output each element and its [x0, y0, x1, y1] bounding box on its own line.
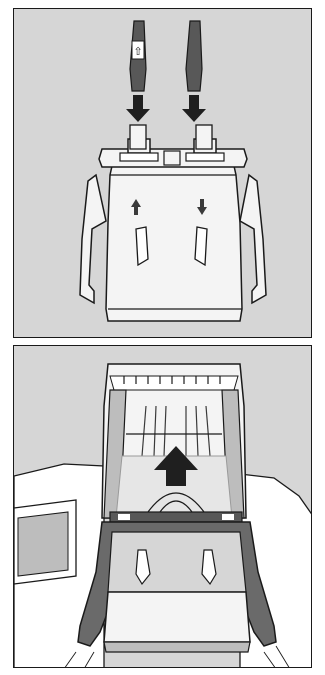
- down-arrow-icon: [182, 95, 206, 122]
- tray-right-flap: [240, 175, 266, 303]
- tray-left-flap: [80, 175, 106, 303]
- tray-base: [104, 592, 250, 642]
- right-latch: [195, 227, 207, 265]
- bottom-panel: [13, 345, 312, 668]
- left-cable: ⇧: [130, 21, 146, 91]
- tray-insertion-diagram: [14, 346, 312, 668]
- up-arrow-icon: ⇧: [133, 45, 142, 58]
- top-panel: ⇧: [13, 8, 312, 338]
- down-arrow-icon: [126, 95, 150, 122]
- cable-insertion-diagram: ⇧: [14, 9, 312, 338]
- right-cable: [186, 21, 202, 91]
- left-latch: [136, 227, 148, 265]
- tray-body: [106, 157, 242, 321]
